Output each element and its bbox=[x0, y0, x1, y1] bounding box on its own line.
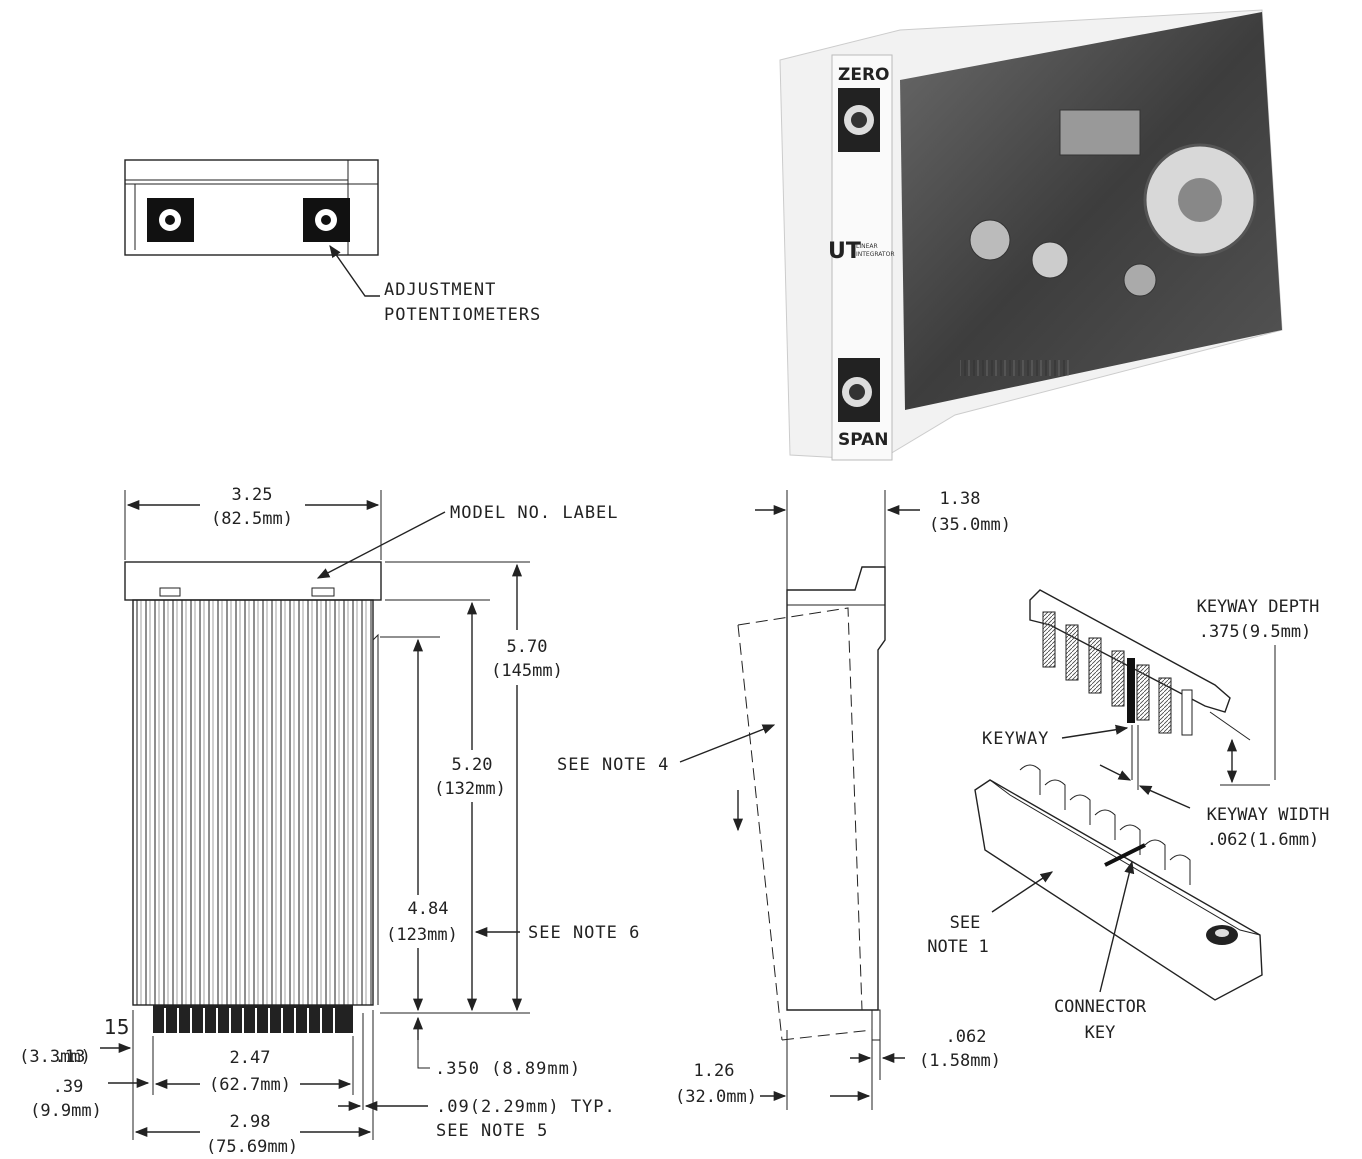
height-inner-metric: (123mm) bbox=[386, 925, 458, 945]
offset-left2-value: .39 bbox=[53, 1077, 84, 1097]
height-body-value: 5.20 bbox=[452, 755, 493, 775]
logo-mark: UT bbox=[828, 239, 861, 264]
offset-left2-metric: (9.9mm) bbox=[30, 1101, 102, 1121]
note6-label: SEE NOTE 6 bbox=[528, 923, 640, 943]
height-total-metric: (145mm) bbox=[491, 661, 563, 681]
model-label-leader bbox=[316, 511, 446, 579]
zero-potentiometer-icon bbox=[147, 198, 194, 242]
width-metric: (82.5mm) bbox=[211, 509, 293, 529]
pin-pitch-label: .09(2.29mm) TYP. bbox=[436, 1097, 616, 1117]
board-width-value: 2.98 bbox=[230, 1112, 271, 1132]
board-thickness-metric: (1.58mm) bbox=[919, 1051, 1001, 1071]
front-panel-top-rail bbox=[124, 159, 349, 181]
edge-module-outline bbox=[786, 566, 886, 1011]
keyway-width-value: .062(1.6mm) bbox=[1207, 830, 1320, 850]
keyway-depth-label: KEYWAY DEPTH bbox=[1197, 597, 1320, 617]
connector-key-label-1: CONNECTOR bbox=[1054, 997, 1147, 1017]
pin-length-label: .350 (8.89mm) bbox=[435, 1059, 581, 1079]
offset-left-value: .13 bbox=[55, 1047, 86, 1067]
depth-metric: (35.0mm) bbox=[929, 515, 1011, 535]
pcb-edge-icon bbox=[1029, 589, 1231, 713]
photo-pcb bbox=[900, 12, 1282, 410]
heat-sink-fins bbox=[132, 599, 374, 1006]
connector-key-icon bbox=[1104, 843, 1146, 867]
model-label: MODEL NO. LABEL bbox=[450, 503, 619, 523]
height-total-value: 5.70 bbox=[507, 637, 548, 657]
side-view: 3.25 (82.5mm) MODEL NO. LABEL 5.70 (145m… bbox=[19, 485, 640, 1157]
top-cap bbox=[124, 561, 382, 601]
front-view: ADJUSTMENT POTENTIOMETERS bbox=[124, 159, 541, 325]
note5-label: SEE NOTE 5 bbox=[436, 1121, 548, 1141]
width-value: 3.25 bbox=[232, 485, 273, 505]
pin-span-metric: (62.7mm) bbox=[209, 1075, 291, 1095]
span-potentiometer-icon bbox=[303, 198, 350, 242]
edge-view: 1.38 (35.0mm) SEE NOTE 4 1.26 (32.0mm) .… bbox=[557, 489, 1011, 1110]
adjustment-leader bbox=[329, 244, 380, 297]
keyway-label: KEYWAY bbox=[982, 729, 1049, 749]
keyway-depth-value: .375(9.5mm) bbox=[1199, 622, 1312, 642]
note1-label-1: SEE bbox=[950, 913, 981, 933]
board-thickness-value: .062 bbox=[946, 1027, 987, 1047]
note4-label: SEE NOTE 4 bbox=[557, 755, 669, 775]
keyway-width-label: KEYWAY WIDTH bbox=[1207, 805, 1330, 825]
photo-zero-knob-icon bbox=[838, 88, 880, 152]
board-depth-value: 1.26 bbox=[694, 1061, 735, 1081]
logo-text-1: LINEAR bbox=[856, 243, 878, 250]
note1-label-2: NOTE 1 bbox=[927, 937, 988, 957]
logo-text-2: INTEGRATOR bbox=[856, 251, 894, 258]
connector-key-label-2: KEY bbox=[1085, 1023, 1116, 1043]
photo-span-knob-icon bbox=[838, 358, 880, 422]
pin-count: 15 bbox=[104, 1015, 129, 1039]
zero-label: ZERO bbox=[838, 65, 889, 85]
board-depth-metric: (32.0mm) bbox=[675, 1087, 757, 1107]
span-label: SPAN bbox=[838, 430, 889, 450]
height-body-metric: (132mm) bbox=[434, 779, 506, 799]
edge-connector-pins bbox=[153, 1005, 353, 1033]
connector-slots bbox=[1019, 764, 1191, 885]
pcb-contacts bbox=[1042, 611, 1193, 736]
connector-view: KEYWAY DEPTH .375(9.5mm) KEYWAY KEYWAY W… bbox=[927, 589, 1330, 1043]
pin-span-value: 2.47 bbox=[230, 1048, 271, 1068]
board-width-metric: (75.69mm) bbox=[206, 1137, 298, 1157]
offset-left-metric: (3.3mm) bbox=[19, 1047, 91, 1067]
depth-value: 1.38 bbox=[940, 489, 981, 509]
module-photo: ZERO UT LINEAR INTEGRATOR SPAN bbox=[779, 9, 1283, 461]
adjustment-label-2: POTENTIOMETERS bbox=[384, 305, 541, 325]
height-inner-value: 4.84 bbox=[408, 899, 449, 919]
adjustment-label-1: ADJUSTMENT bbox=[384, 280, 496, 300]
